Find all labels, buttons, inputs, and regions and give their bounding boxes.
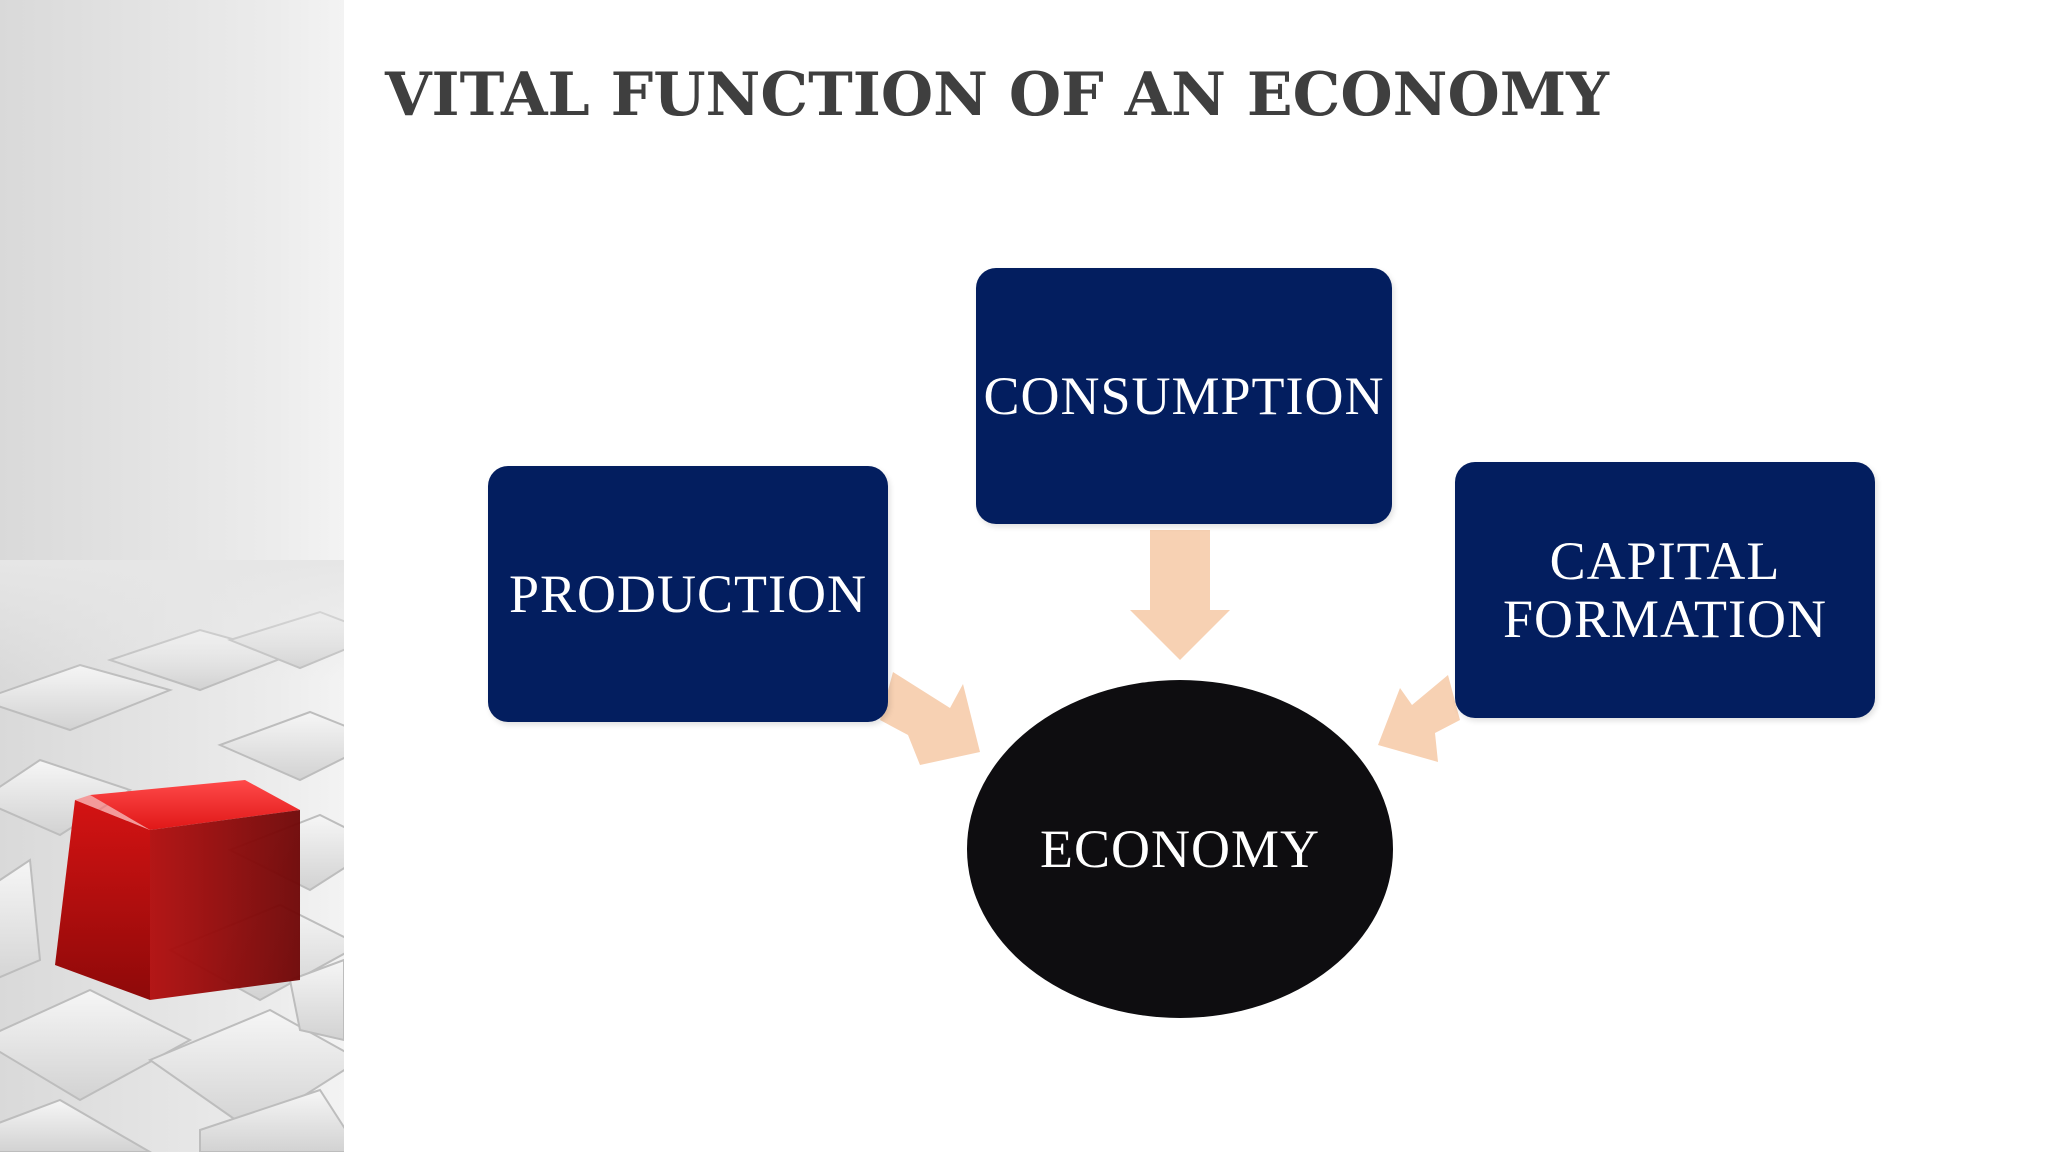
slide-title: VITAL FUNCTION OF AN ECONOMY (385, 60, 1609, 130)
node-economy: ECONOMY (967, 680, 1393, 1018)
node-consumption: CONSUMPTION (976, 268, 1392, 524)
node-economy-label: ECONOMY (1039, 819, 1320, 879)
arrow-consumption-to-economy (1130, 530, 1230, 660)
red-cube (55, 780, 300, 1000)
side-image-red-cube (0, 0, 344, 1152)
node-production: PRODUCTION (488, 466, 888, 722)
node-capital-formation: CAPITAL FORMATION (1455, 462, 1875, 718)
node-consumption-label: CONSUMPTION (983, 366, 1385, 426)
arrow-production-to-economy (880, 672, 980, 765)
arrow-capital-formation-to-economy (1378, 675, 1460, 762)
node-production-label: PRODUCTION (508, 564, 868, 624)
node-capital-formation-label: CAPITAL FORMATION (1502, 531, 1828, 649)
